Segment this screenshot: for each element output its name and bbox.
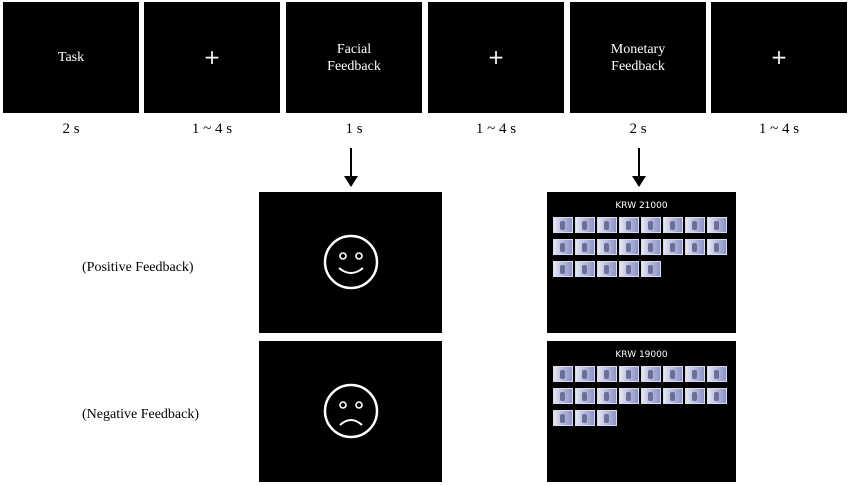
- smiley-face-icon: [323, 234, 379, 290]
- banknote-icon: [553, 388, 573, 404]
- banknote-icon: [707, 239, 727, 255]
- seq-box-facial-feedback: Facial Feedback: [286, 2, 422, 113]
- banknote-icon: [597, 410, 617, 426]
- banknote-icon: [641, 217, 661, 233]
- timing-task: 2 s: [62, 121, 80, 137]
- banknote-icon: [575, 410, 595, 426]
- banknote-icon: [663, 366, 683, 382]
- banknote-icon: [619, 366, 639, 382]
- seq-box-fixation-2: +: [428, 2, 564, 113]
- banknote-icon: [553, 366, 573, 382]
- facial-screen-positive: [259, 192, 442, 333]
- monetary-screen-negative: KRW 19000: [547, 341, 736, 482]
- banknote-icon: [619, 261, 639, 277]
- monetary-screen-positive: KRW 21000: [547, 192, 736, 333]
- seq-label-task: Task: [57, 50, 85, 65]
- banknote-icon: [707, 217, 727, 233]
- banknote-icon: [641, 239, 661, 255]
- fixation-cross: +: [487, 45, 505, 69]
- banknote-icon: [597, 261, 617, 277]
- banknote-icon: [641, 388, 661, 404]
- timing-monetary-feedback: 2 s: [629, 121, 647, 137]
- seq-box-monetary-feedback: Monetary Feedback: [570, 2, 706, 113]
- banknote-icon: [575, 366, 595, 382]
- timing-fixation-1: 1 ~ 4 s: [191, 121, 233, 137]
- facial-screen-negative: [259, 341, 442, 482]
- banknote-icon: [641, 261, 661, 277]
- banknote-icon: [553, 217, 573, 233]
- seq-label-facial-feedback: Facial Feedback: [327, 41, 381, 74]
- banknote-icon: [597, 239, 617, 255]
- banknote-icon: [685, 239, 705, 255]
- banknote-icon: [597, 388, 617, 404]
- banknote-icon: [619, 239, 639, 255]
- amount-label-positive: KRW 21000: [615, 201, 668, 211]
- timing-fixation-2: 1 ~ 4 s: [475, 121, 517, 137]
- timing-fixation-3: 1 ~ 4 s: [758, 121, 800, 137]
- banknote-icon: [553, 410, 573, 426]
- label-positive-feedback: (Positive Feedback): [82, 260, 194, 275]
- banknote-icon: [707, 366, 727, 382]
- fixation-cross: +: [770, 45, 788, 69]
- down-arrow-icon: [344, 148, 358, 187]
- banknote-icon: [663, 239, 683, 255]
- down-arrow-icon: [632, 148, 646, 187]
- banknote-icon: [575, 261, 595, 277]
- banknote-icon: [597, 217, 617, 233]
- banknote-icon: [663, 388, 683, 404]
- amount-label-negative: KRW 19000: [615, 350, 668, 360]
- banknote-icon: [619, 217, 639, 233]
- label-negative-feedback: (Negative Feedback): [82, 407, 199, 422]
- banknote-icon: [575, 388, 595, 404]
- banknote-icon: [663, 217, 683, 233]
- banknote-icon: [641, 366, 661, 382]
- seq-label-monetary-feedback: Monetary Feedback: [610, 41, 666, 74]
- banknote-icon: [685, 366, 705, 382]
- banknote-icon: [553, 261, 573, 277]
- seq-box-fixation-1: +: [144, 2, 280, 113]
- banknote-icon: [575, 239, 595, 255]
- banknote-icon: [553, 239, 573, 255]
- seq-box-fixation-3: +: [711, 2, 847, 113]
- banknote-icon: [597, 366, 617, 382]
- banknote-icon: [685, 388, 705, 404]
- banknote-icon: [575, 217, 595, 233]
- banknote-icon: [707, 388, 727, 404]
- seq-box-task: Task: [3, 2, 139, 113]
- sad-face-icon: [323, 383, 379, 439]
- fixation-cross: +: [203, 45, 221, 69]
- banknote-icon: [619, 388, 639, 404]
- timing-facial-feedback: 1 s: [345, 121, 363, 137]
- banknote-icon: [685, 217, 705, 233]
